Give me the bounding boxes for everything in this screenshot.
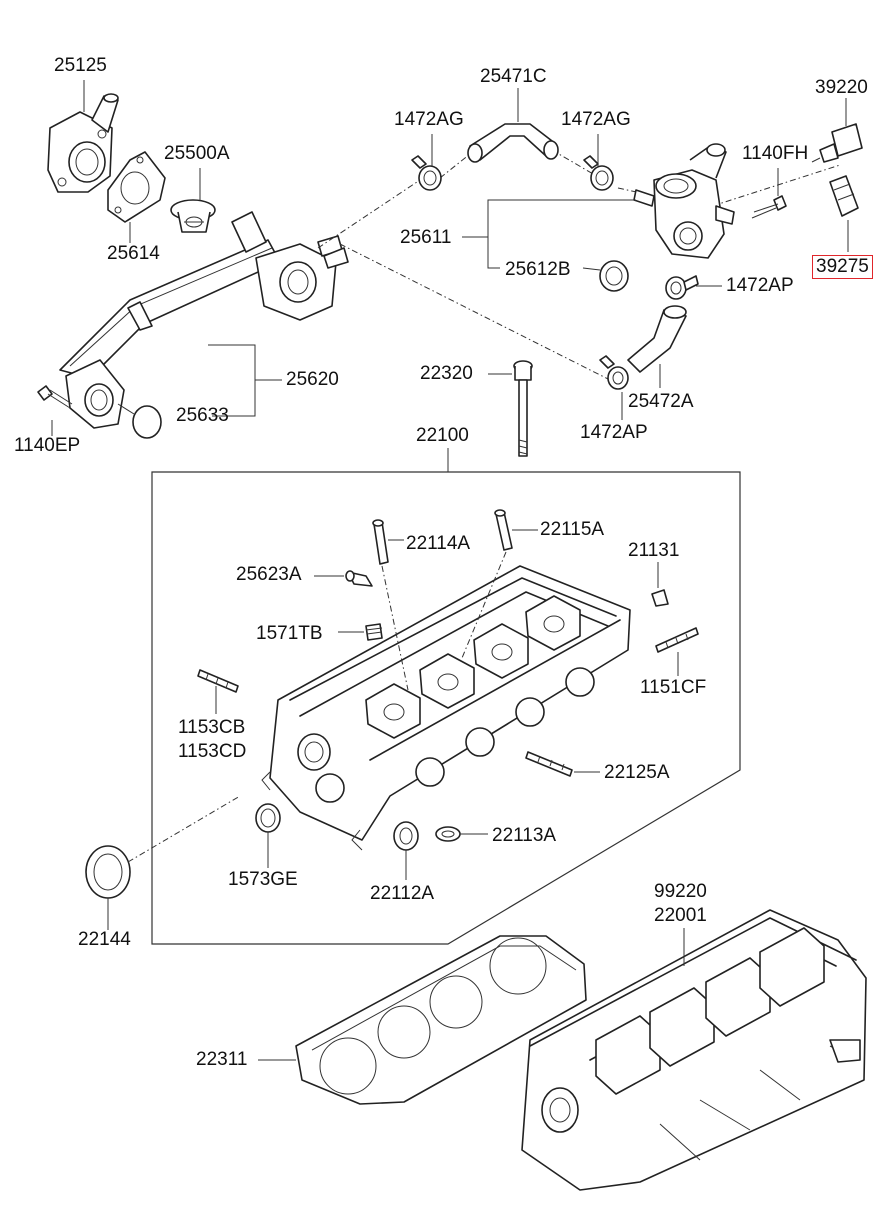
spring-1571TB (365, 623, 383, 641)
stud-1153CB (197, 669, 239, 693)
thermostat-25500A (170, 199, 216, 233)
cylinder-head-22100 (261, 565, 631, 851)
label-25471C: 25471C (480, 66, 547, 87)
clamp-1472AP-top (665, 275, 699, 300)
label-22100: 22100 (416, 425, 469, 446)
label-22320: 22320 (420, 363, 473, 384)
stud-1151CF (655, 627, 699, 653)
seal-22113A (435, 826, 461, 842)
gasket-25612B (599, 260, 629, 292)
water-outlet-housing-25611 (633, 143, 735, 259)
label-1472AG-left: 1472AG (394, 109, 464, 130)
head-gasket-22311 (295, 935, 587, 1105)
fitting-25623A (345, 570, 373, 587)
label-99220: 99220 (654, 881, 707, 902)
label-25614: 25614 (107, 243, 160, 264)
bolt-1140EP (37, 385, 73, 409)
label-25623A: 25623A (236, 564, 302, 585)
label-1140FH: 1140FH (742, 143, 809, 164)
label-25620: 25620 (286, 369, 339, 390)
o-ring-25633 (132, 405, 162, 439)
cylinder-head-assembly-22001 (521, 909, 867, 1191)
label-22311: 22311 (196, 1049, 248, 1070)
bolt-1140FH (751, 195, 787, 219)
label-22001: 22001 (654, 905, 707, 926)
clamp-1472AP-bottom (599, 355, 629, 390)
label-1472AP-top: 1472AP (726, 275, 794, 296)
label-1472AG-right: 1472AG (561, 109, 631, 130)
label-25633: 25633 (176, 405, 229, 426)
label-25611: 25611 (400, 227, 452, 248)
clamp-1472AG-left (411, 155, 442, 191)
label-1573GE: 1573GE (228, 869, 298, 890)
gasket-25614 (107, 151, 166, 223)
oil-seal-22144 (85, 845, 131, 899)
label-22112A: 22112A (370, 883, 435, 904)
label-22113A: 22113A (492, 825, 557, 846)
hose-25471C (467, 123, 559, 163)
label-1153CB: 1153CB (178, 717, 246, 738)
plug-21131 (651, 589, 669, 607)
water-outlet-fitting-25125 (47, 93, 119, 193)
label-1571TB: 1571TB (256, 623, 323, 644)
label-25472A: 25472A (628, 391, 694, 412)
stud-22125A (525, 751, 573, 777)
label-1472AP-bottom: 1472AP (580, 422, 648, 443)
label-22114A: 22114A (406, 533, 471, 554)
label-39275: 39275 (812, 255, 873, 279)
seal-1573GE (255, 803, 281, 833)
clip-39275 (829, 175, 859, 217)
label-22144: 22144 (78, 929, 131, 950)
head-bolt-22320 (513, 360, 533, 457)
water-pipe-25620 (59, 211, 349, 429)
label-1151CF: 1151CF (640, 677, 707, 698)
label-22125A: 22125A (604, 762, 670, 783)
label-25125: 25125 (54, 55, 107, 76)
valve-guide-22115A (494, 509, 513, 551)
label-25500A: 25500A (164, 143, 230, 164)
label-1140EP: 1140EP (14, 435, 81, 456)
seal-22112A (393, 821, 419, 851)
sensor-39220 (811, 123, 863, 163)
label-22115A: 22115A (540, 519, 605, 540)
clamp-1472AG-right (583, 155, 614, 191)
label-25612B: 25612B (505, 259, 571, 280)
label-21131: 21131 (628, 540, 680, 561)
valve-guide-22114A (372, 519, 389, 565)
cylinder-head-group-box (151, 471, 741, 945)
label-39220: 39220 (815, 77, 868, 98)
label-1153CD: 1153CD (178, 741, 247, 762)
hose-25472A (627, 305, 687, 373)
